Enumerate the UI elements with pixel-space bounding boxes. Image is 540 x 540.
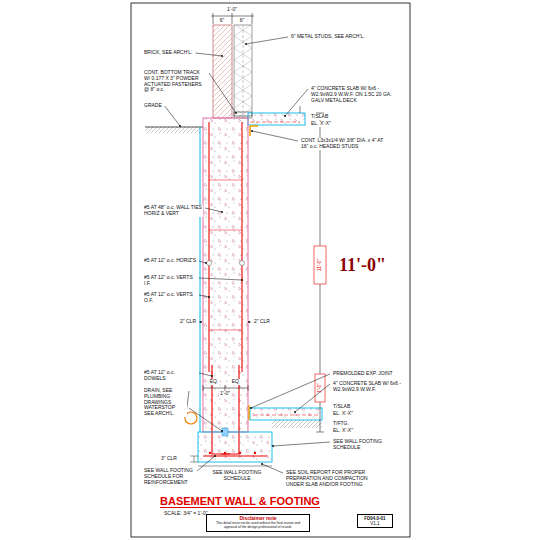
drawing-title: BASEMENT WALL & FOOTING xyxy=(160,495,320,508)
note-label: 6" METAL STUDS, SEE ARCH'L. xyxy=(290,34,366,40)
note-label: BRICK, SEE ARCH'L. xyxy=(143,50,193,56)
leader-dot xyxy=(179,125,181,127)
leader-line xyxy=(252,131,298,141)
note-label: CONT. L3x3x1/4 W/ 3/8" DIA. x 4" AT 16" … xyxy=(300,138,387,150)
dimension-label: EQ. xyxy=(231,379,242,385)
note-label: SEE WALL FOOTING SCHEDULE xyxy=(332,439,394,451)
elevation-label: T/SLAB xyxy=(310,114,329,120)
note-label: SEE WALL FOOTING SCHEDULE FOR REINFORCEM… xyxy=(143,468,195,485)
rebar-label: #5 AT 12" o.c. VERTS O.F. xyxy=(143,292,197,304)
leader-dot xyxy=(250,407,252,409)
leader-dot xyxy=(205,262,207,264)
box-text: V1.1 xyxy=(360,521,390,526)
note-label: 4" CONCRETE SLAB W/ 6x6 - W2.9xW2.9 W.W.… xyxy=(310,86,400,103)
leader-line xyxy=(165,106,180,126)
leader-line xyxy=(195,53,222,56)
note-label: DRAIN, SEE PLUMBING DRAWINGS xyxy=(143,388,187,405)
leader-dot xyxy=(208,296,210,298)
elevation-label: T/FTG. xyxy=(332,421,350,427)
leader-dot xyxy=(272,445,274,447)
leader-line xyxy=(295,384,330,412)
leader-dot xyxy=(294,411,296,413)
clearance-label: 3" CLR xyxy=(160,456,178,462)
rebar-label: #5 AT 48" o.c. WALL TIES HORIZ & VERT xyxy=(143,205,203,217)
leader-dot xyxy=(221,211,223,213)
leader-line xyxy=(197,456,215,471)
clearance-label: 2" CLR xyxy=(179,319,197,325)
leader-line xyxy=(199,295,209,297)
elevation-label: EL. X'-X" xyxy=(332,428,354,434)
leader-dot xyxy=(248,321,250,323)
dimension-label: 11'-0" xyxy=(317,258,323,272)
box-heading: FD04.0-01 xyxy=(360,516,390,521)
dimension-label: 1'-0" xyxy=(219,391,231,397)
note-label: PREMOLDED EXP. JOINT xyxy=(332,371,394,377)
leader-dot xyxy=(245,43,247,45)
rebar-label: #5 AT 12" o.c. VERTS I.F. xyxy=(143,275,197,287)
note-label: CONT. BOTTOM TRACK W/ 0.177 X 3" POWDER … xyxy=(143,70,207,93)
elevation-label: EL. X'-X" xyxy=(310,121,332,127)
dimension-label: EQ. xyxy=(209,379,220,385)
leader-dot xyxy=(214,455,216,457)
note-label: GRADE xyxy=(143,103,163,109)
dimension-label: 6" xyxy=(239,18,246,24)
dimension-label: 1'-0" xyxy=(317,382,323,394)
leader-line xyxy=(246,37,288,44)
leader-line xyxy=(209,73,236,113)
leader-dot xyxy=(241,279,243,281)
elevation-label: T/SLAB xyxy=(332,404,351,410)
leader-dot xyxy=(221,430,223,432)
leader-dot xyxy=(211,375,213,377)
leader-dot xyxy=(235,112,237,114)
leader-line xyxy=(205,208,222,212)
leader-line xyxy=(273,442,330,446)
clearance-label: 2" CLR xyxy=(253,319,271,325)
dimension-callout: 11'-0" xyxy=(338,255,387,276)
dimension-label: 6" xyxy=(219,18,226,24)
note-label: 4" CONCRETE SLAB W/ 6x6 - W2.9xW2.9 W.W.… xyxy=(332,381,406,393)
leader-line xyxy=(251,374,330,408)
scale-label: SCALE: 3/4" = 1'-0" xyxy=(163,511,209,517)
leader-dot xyxy=(221,55,223,57)
rebar-label: #5 AT 12" o.c. DOWELS xyxy=(143,370,197,382)
leader-dot xyxy=(284,115,286,117)
sheet-id-box: FD04.0-01V1.1 xyxy=(357,514,393,528)
leader-line xyxy=(249,322,251,323)
box-text: This detail must not be used without the… xyxy=(209,522,307,530)
note-label: SEE SOIL REPORT FOR PROPER PREPARATION A… xyxy=(285,470,369,487)
leader-line xyxy=(199,278,242,280)
leader-line xyxy=(199,261,206,263)
disclaimer-box: Disclaimer noteThis detail must not be u… xyxy=(206,514,310,532)
leader-dot xyxy=(200,321,202,323)
leader-line xyxy=(199,373,212,376)
dimension-label: 1'-0" xyxy=(226,7,238,13)
rebar-label: #5 AT 12" o.c. HORIZ'S xyxy=(143,258,197,264)
note-label: SEE WALL FOOTING SCHEDULE xyxy=(199,470,276,482)
elevation-label: EL. X'-X" xyxy=(332,411,354,417)
leader-line xyxy=(199,322,201,323)
leader-line xyxy=(189,408,222,431)
leader-dot xyxy=(251,130,253,132)
note-label: WATERSTOP SEE ARCH'L. xyxy=(143,405,187,417)
leader-line xyxy=(285,89,308,116)
leader-dot xyxy=(261,463,263,465)
